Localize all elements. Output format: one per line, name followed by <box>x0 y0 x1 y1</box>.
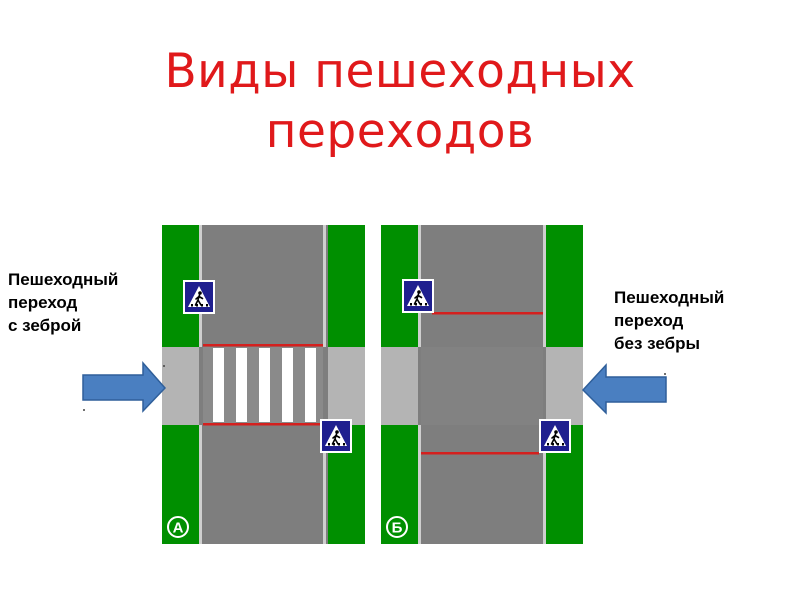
sidewalk <box>381 347 418 425</box>
right-label-line-1: Пешеходный <box>614 288 725 307</box>
stop-line <box>432 312 543 315</box>
right-label-line-3: без зебры <box>614 334 700 353</box>
title-line-2: переходов <box>265 104 535 159</box>
left-label-line-1: Пешеходный <box>8 270 119 289</box>
sidewalk <box>328 347 365 425</box>
crossing-area <box>421 347 543 425</box>
page-title: Виды пешеходных переходов <box>0 42 800 162</box>
sidewalk <box>546 347 583 425</box>
arrow-left-icon <box>581 363 667 415</box>
pedestrian-crossing-sign-icon <box>319 418 353 454</box>
stop-line <box>421 452 539 455</box>
panel-letter-circle <box>167 516 189 538</box>
panel-letter-circle <box>386 516 408 538</box>
panel-b: Б <box>381 225 583 544</box>
stop-line <box>203 423 323 426</box>
right-label: Пешеходный переход без зебры <box>614 286 724 355</box>
left-label-line-3: с зеброй <box>8 316 82 335</box>
stop-line <box>203 344 323 347</box>
left-label: Пешеходный переход с зеброй <box>8 268 118 337</box>
grass <box>546 225 583 347</box>
grass <box>328 225 365 347</box>
pedestrian-crossing-sign-icon <box>401 278 435 314</box>
arrow-right-icon <box>82 361 167 413</box>
sidewalk <box>162 347 199 425</box>
panel-letter-a: А <box>173 520 184 537</box>
title-line-1: Виды пешеходных <box>164 44 636 99</box>
panel-a: А <box>162 225 365 544</box>
panel-letter-b: Б <box>392 520 403 537</box>
right-label-line-2: переход <box>614 311 684 330</box>
zebra-stripes <box>203 347 323 425</box>
pedestrian-crossing-sign-icon <box>182 279 216 315</box>
left-label-line-2: переход <box>8 293 78 312</box>
pedestrian-crossing-sign-icon <box>538 418 572 454</box>
